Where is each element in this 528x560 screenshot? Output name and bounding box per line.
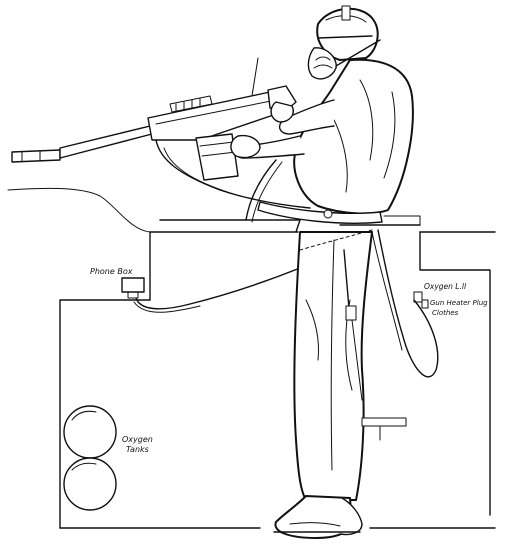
machine-gun (12, 58, 310, 208)
clothes-label: Clothes (432, 309, 459, 317)
oxygen-tanks-label-line2: Tanks (126, 445, 149, 454)
oxygen-lead-label: Oxygen L.ll (424, 282, 467, 291)
oxygen-tanks-label-line1: Oxygen (122, 435, 153, 444)
oxygen-lead-fitting: Oxygen L.ll Gun Heater Plug Clothes (414, 282, 488, 317)
oxygen-hose (378, 230, 438, 377)
gunner-figure (231, 6, 413, 538)
phone-box: Phone Box (90, 267, 144, 298)
gun-heater-label: Gun Heater Plug (430, 299, 488, 307)
oxygen-tanks: Oxygen Tanks (64, 406, 153, 510)
phone-box-label: Phone Box (90, 267, 133, 276)
